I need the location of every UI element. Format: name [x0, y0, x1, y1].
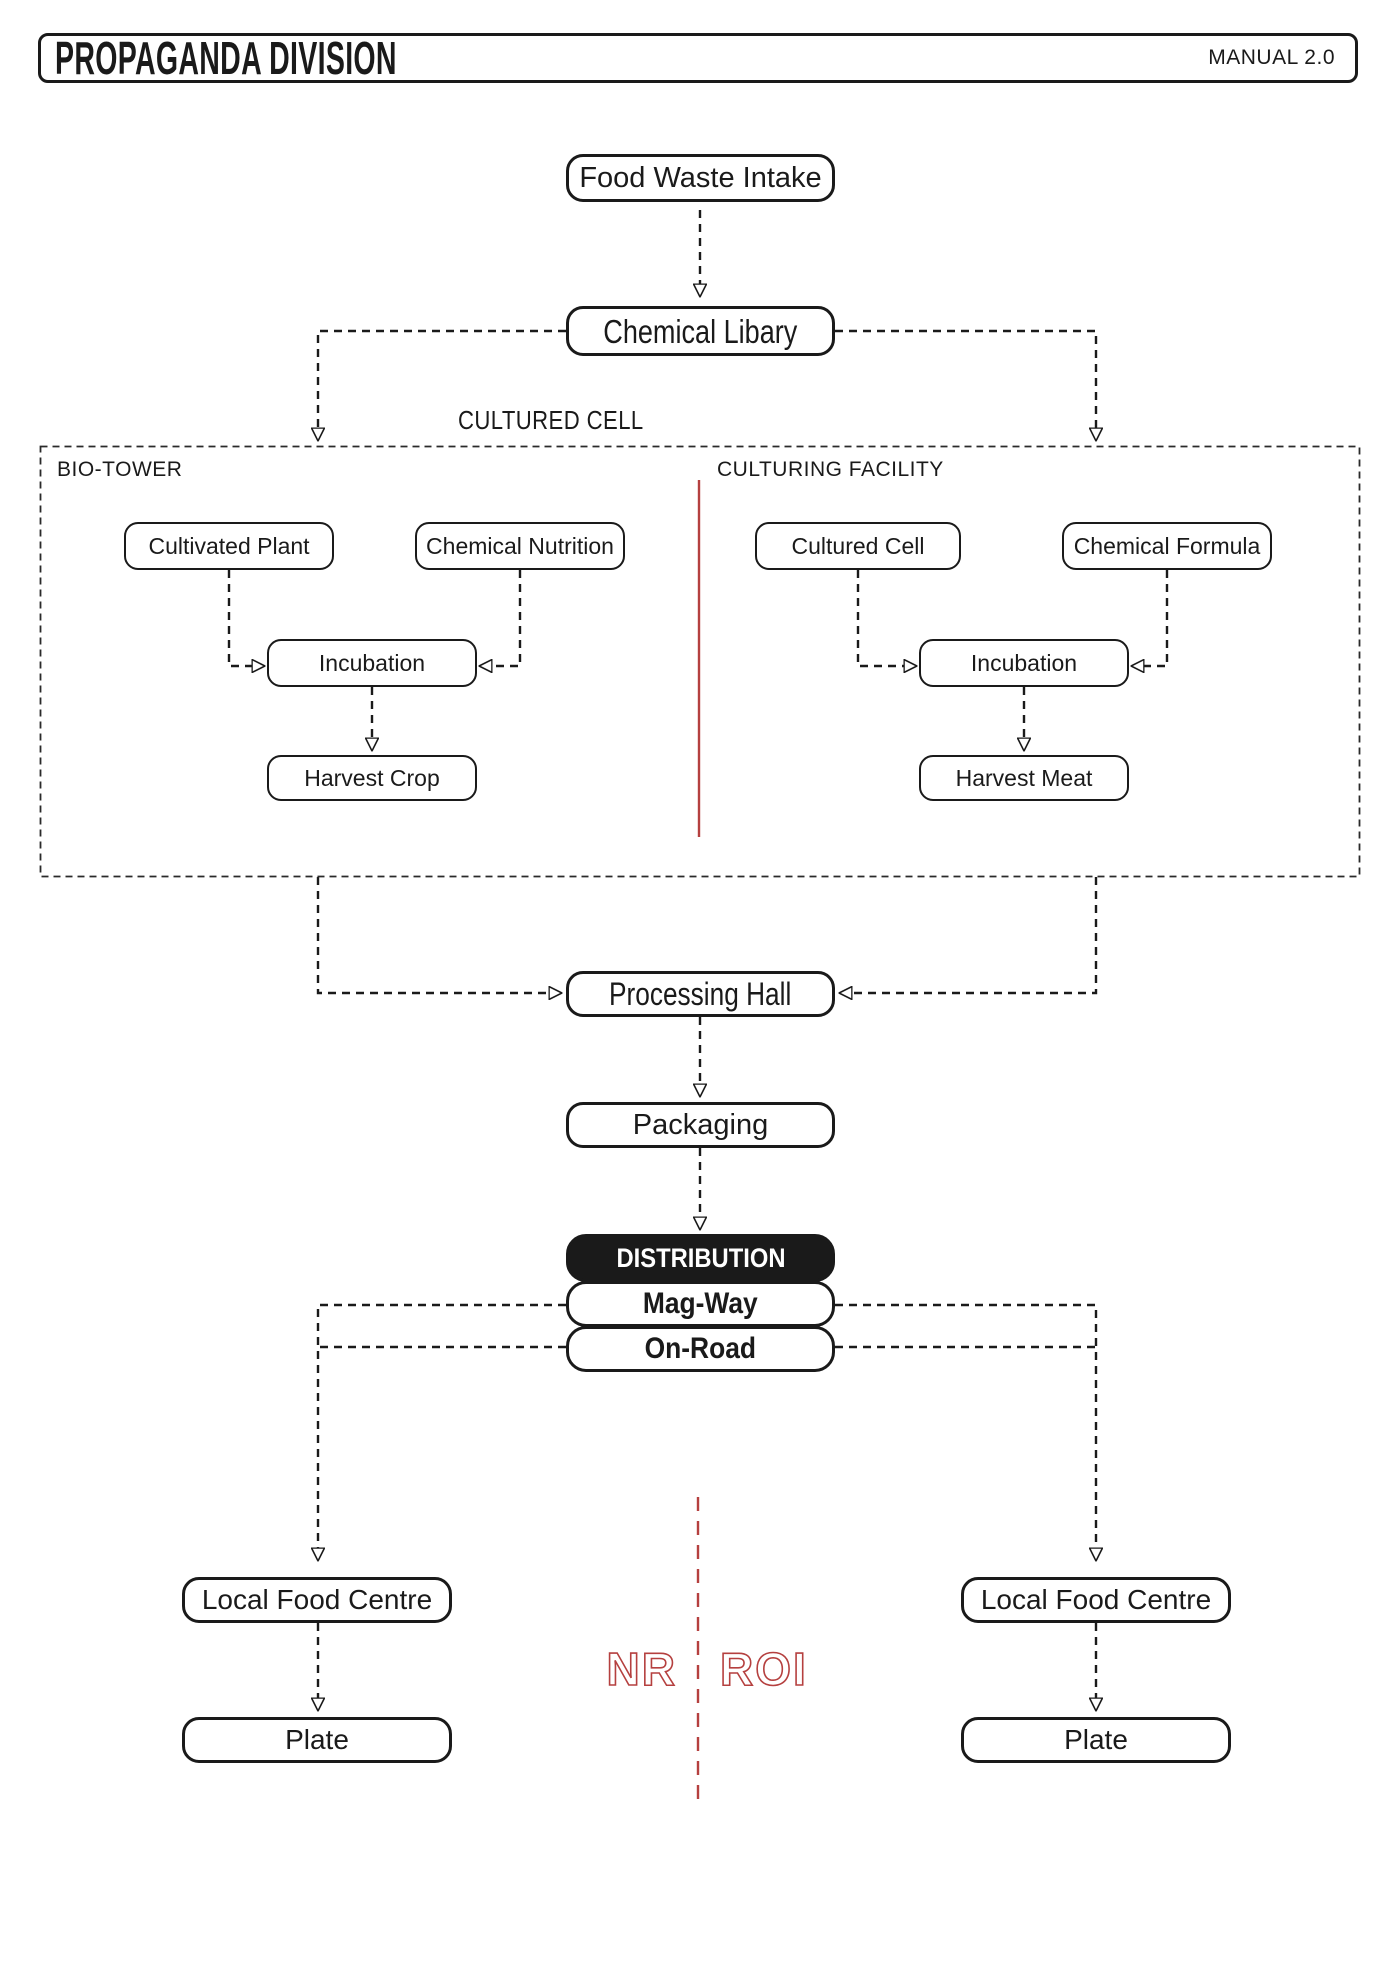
region-label-roi: ROI	[719, 1643, 808, 1695]
node-incubation-right: Incubation	[919, 639, 1129, 687]
node-label: Plate	[285, 1724, 349, 1755]
node-label: Cultivated Plant	[148, 532, 310, 559]
manual-version-label: MANUAL 2.0	[1208, 46, 1335, 69]
node-distribution: DISTRIBUTION	[566, 1234, 835, 1282]
arrow-chemlibrary-to-biotower	[318, 329, 566, 428]
node-label: Incubation	[318, 649, 426, 676]
header-bar: PROPAGANDA DIVISION MANUAL 2.0	[38, 33, 1358, 83]
node-label: Chemical Formula	[1073, 532, 1261, 559]
node-label: Food Waste Intake	[579, 161, 822, 194]
node-label: Cultured Cell	[791, 532, 925, 559]
node-label: Plate	[1064, 1724, 1128, 1755]
node-on-road: On-Road	[566, 1326, 835, 1372]
arrow-culturedcell-to-incubation	[856, 570, 904, 666]
node-label: Local Food Centre	[201, 1584, 433, 1615]
node-label: Chemical Libary	[603, 312, 798, 350]
arrow-magway-to-lfc-left	[318, 1303, 566, 1548]
node-plate-right: Plate	[961, 1717, 1231, 1763]
node-label: Mag-Way	[643, 1287, 758, 1320]
node-cultivated-plant: Cultivated Plant	[124, 522, 334, 570]
node-food-waste-intake: Food Waste Intake	[566, 154, 835, 202]
section-label-culturing-facility: CULTURING FACILITY	[717, 458, 944, 481]
node-label: Packaging	[632, 1108, 769, 1141]
node-local-food-centre-left: Local Food Centre	[182, 1577, 452, 1623]
arrow-biotower-to-processinghall	[316, 877, 549, 993]
section-label-bio-tower: BIO-TOWER	[57, 458, 183, 481]
node-chemical-nutrition: Chemical Nutrition	[415, 522, 625, 570]
arrow-chemnutrition-to-incubation	[492, 570, 522, 666]
node-local-food-centre-right: Local Food Centre	[961, 1577, 1231, 1623]
node-plate-left: Plate	[182, 1717, 452, 1763]
node-label: DISTRIBUTION	[616, 1242, 785, 1273]
node-label: On-Road	[644, 1332, 757, 1365]
node-label: Harvest Crop	[304, 764, 440, 791]
node-label: Local Food Centre	[980, 1584, 1212, 1615]
arrow-magway-to-lfc-right	[835, 1303, 1096, 1548]
node-incubation-left: Incubation	[267, 639, 477, 687]
node-chemical-formula: Chemical Formula	[1062, 522, 1272, 570]
node-packaging: Packaging	[566, 1102, 835, 1148]
page-title: PROPAGANDA DIVISION	[55, 32, 397, 84]
node-label: Harvest Meat	[955, 764, 1093, 791]
arrow-chemlibrary-to-culturing	[835, 329, 1096, 428]
arrow-culturing-to-processinghall	[852, 877, 1098, 993]
node-harvest-meat: Harvest Meat	[919, 755, 1129, 801]
region-label-nr: NR	[606, 1643, 677, 1695]
node-harvest-crop: Harvest Crop	[267, 755, 477, 801]
node-mag-way: Mag-Way	[566, 1281, 835, 1327]
node-chemical-library: Chemical Libary	[566, 306, 835, 356]
cultured-cell-dashed-box	[39, 445, 1361, 878]
node-processing-hall: Processing Hall	[566, 971, 835, 1017]
node-label: Incubation	[970, 649, 1078, 676]
section-label-cultured-cell: CULTURED CELL	[458, 405, 644, 435]
node-cultured-cell: Cultured Cell	[755, 522, 961, 570]
arrow-chemformula-to-incubation	[1144, 570, 1169, 666]
node-label: Processing Hall	[609, 976, 792, 1012]
arrow-cultivatedplant-to-incubation	[227, 570, 252, 666]
node-label: Chemical Nutrition	[426, 532, 614, 559]
